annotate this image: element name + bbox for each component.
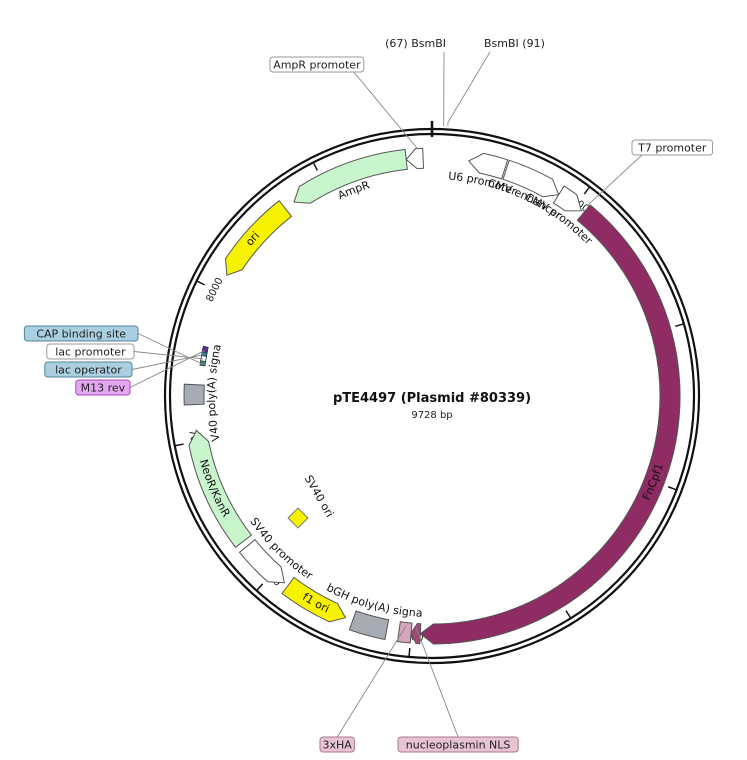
callout-text-t7-promoter: T7 promoter: [637, 142, 707, 155]
callout-box-3xha: [319, 736, 355, 753]
tick-6000: [255, 583, 264, 592]
tick-3000: [667, 486, 677, 491]
feature-nucleoplasmin-nls[interactable]: [410, 622, 422, 645]
site-label-bsmbi-91[interactable]: BsmBI (91): [484, 37, 545, 50]
plasmid-name: pTE4497 (Plasmid #80339): [333, 391, 531, 406]
feature-label-sv40-ori: SV40 ori: [302, 473, 336, 520]
tick-label-8000: 8000: [205, 276, 226, 304]
callout-lac-operator[interactable]: lac operator: [44, 361, 133, 378]
callout-line-t7-promoter: [587, 154, 643, 206]
tick-8000: [196, 280, 206, 286]
tick-5000: [408, 647, 411, 658]
tick-7000: [174, 443, 184, 447]
callout-line-cap-binding-site: [137, 333, 203, 365]
feature-label-bgh-poly-a-signal: bGH poly(A) signal: [0, 0, 423, 620]
site-label-bsmbi-67[interactable]: (67) BsmBI: [385, 37, 446, 50]
feature-f1-ori[interactable]: [281, 576, 347, 623]
feature-u6-promoter[interactable]: [467, 152, 509, 180]
tick-4000: [565, 610, 572, 619]
callout-box-t7-promoter: [631, 139, 714, 156]
callout-text-ampr-promoter: AmpR promoter: [273, 59, 361, 72]
callout-text-cap-binding-site: CAP binding site: [36, 328, 126, 341]
callout-3xha[interactable]: 3xHA: [319, 736, 355, 753]
feature-cmv-enhancer[interactable]: [502, 159, 560, 198]
feature-neor-kanr[interactable]: [188, 429, 253, 549]
feature-ampr-promoter[interactable]: [405, 147, 425, 170]
callout-text-nucleoplasmin-nls: nucleoplasmin NLS: [406, 739, 511, 752]
site-line-1: [447, 51, 491, 127]
callout-m13-rev[interactable]: M13 rev: [75, 379, 131, 396]
tick-9000: [312, 162, 319, 171]
callout-cap-binding-site[interactable]: CAP binding site: [23, 325, 139, 342]
restriction-sites: (67) BsmBI BsmBI (91): [385, 37, 545, 127]
callout-lac-promoter[interactable]: lac promoter: [46, 343, 135, 360]
feature-3xha[interactable]: [396, 621, 413, 644]
map-center: pTE4497 (Plasmid #80339) 9728 bp: [333, 391, 531, 421]
callout-box-ampr-promoter: [269, 56, 365, 73]
callout-line-ampr-promoter: [353, 71, 419, 150]
plasmid-size: 9728 bp: [411, 410, 452, 421]
callout-box-m13-rev: [75, 379, 131, 396]
callout-text-3xha: 3xHA: [323, 739, 353, 752]
callout-box-lac-operator: [44, 361, 133, 378]
tick-1000: [583, 186, 591, 195]
feature-bgh-poly-a-signal[interactable]: [348, 610, 390, 641]
callout-nucleoplasmin-nls[interactable]: nucleoplasmin NLS: [397, 736, 519, 753]
callout-text-m13-rev: M13 rev: [81, 382, 126, 395]
callout-text-lac-promoter: lac promoter: [55, 346, 126, 359]
callout-text-lac-operator: lac operator: [55, 364, 122, 377]
feature-sv40-ori[interactable]: [287, 507, 309, 529]
feature-sv40-poly-a-signal[interactable]: [183, 383, 205, 406]
backbone-ring: [163, 121, 701, 665]
callout-box-lac-promoter: [46, 343, 135, 360]
callout-t7-promoter[interactable]: T7 promoter: [631, 139, 714, 156]
feature-ori[interactable]: [224, 199, 293, 276]
callout-box-nucleoplasmin-nls: [397, 736, 519, 753]
tick-2000: [675, 323, 685, 328]
feature-fncpf1[interactable]: [419, 204, 681, 645]
callout-line-3xha: [336, 626, 407, 738]
feature-sv40-promoter[interactable]: [238, 538, 286, 584]
feature-cmv-promoter[interactable]: [552, 185, 582, 212]
callout-line-m13-rev: [129, 350, 205, 388]
callout-line-nucleoplasmin-nls: [415, 627, 459, 738]
callout-ampr-promoter[interactable]: AmpR promoter: [269, 56, 365, 73]
callout-box-cap-binding-site: [23, 325, 139, 342]
